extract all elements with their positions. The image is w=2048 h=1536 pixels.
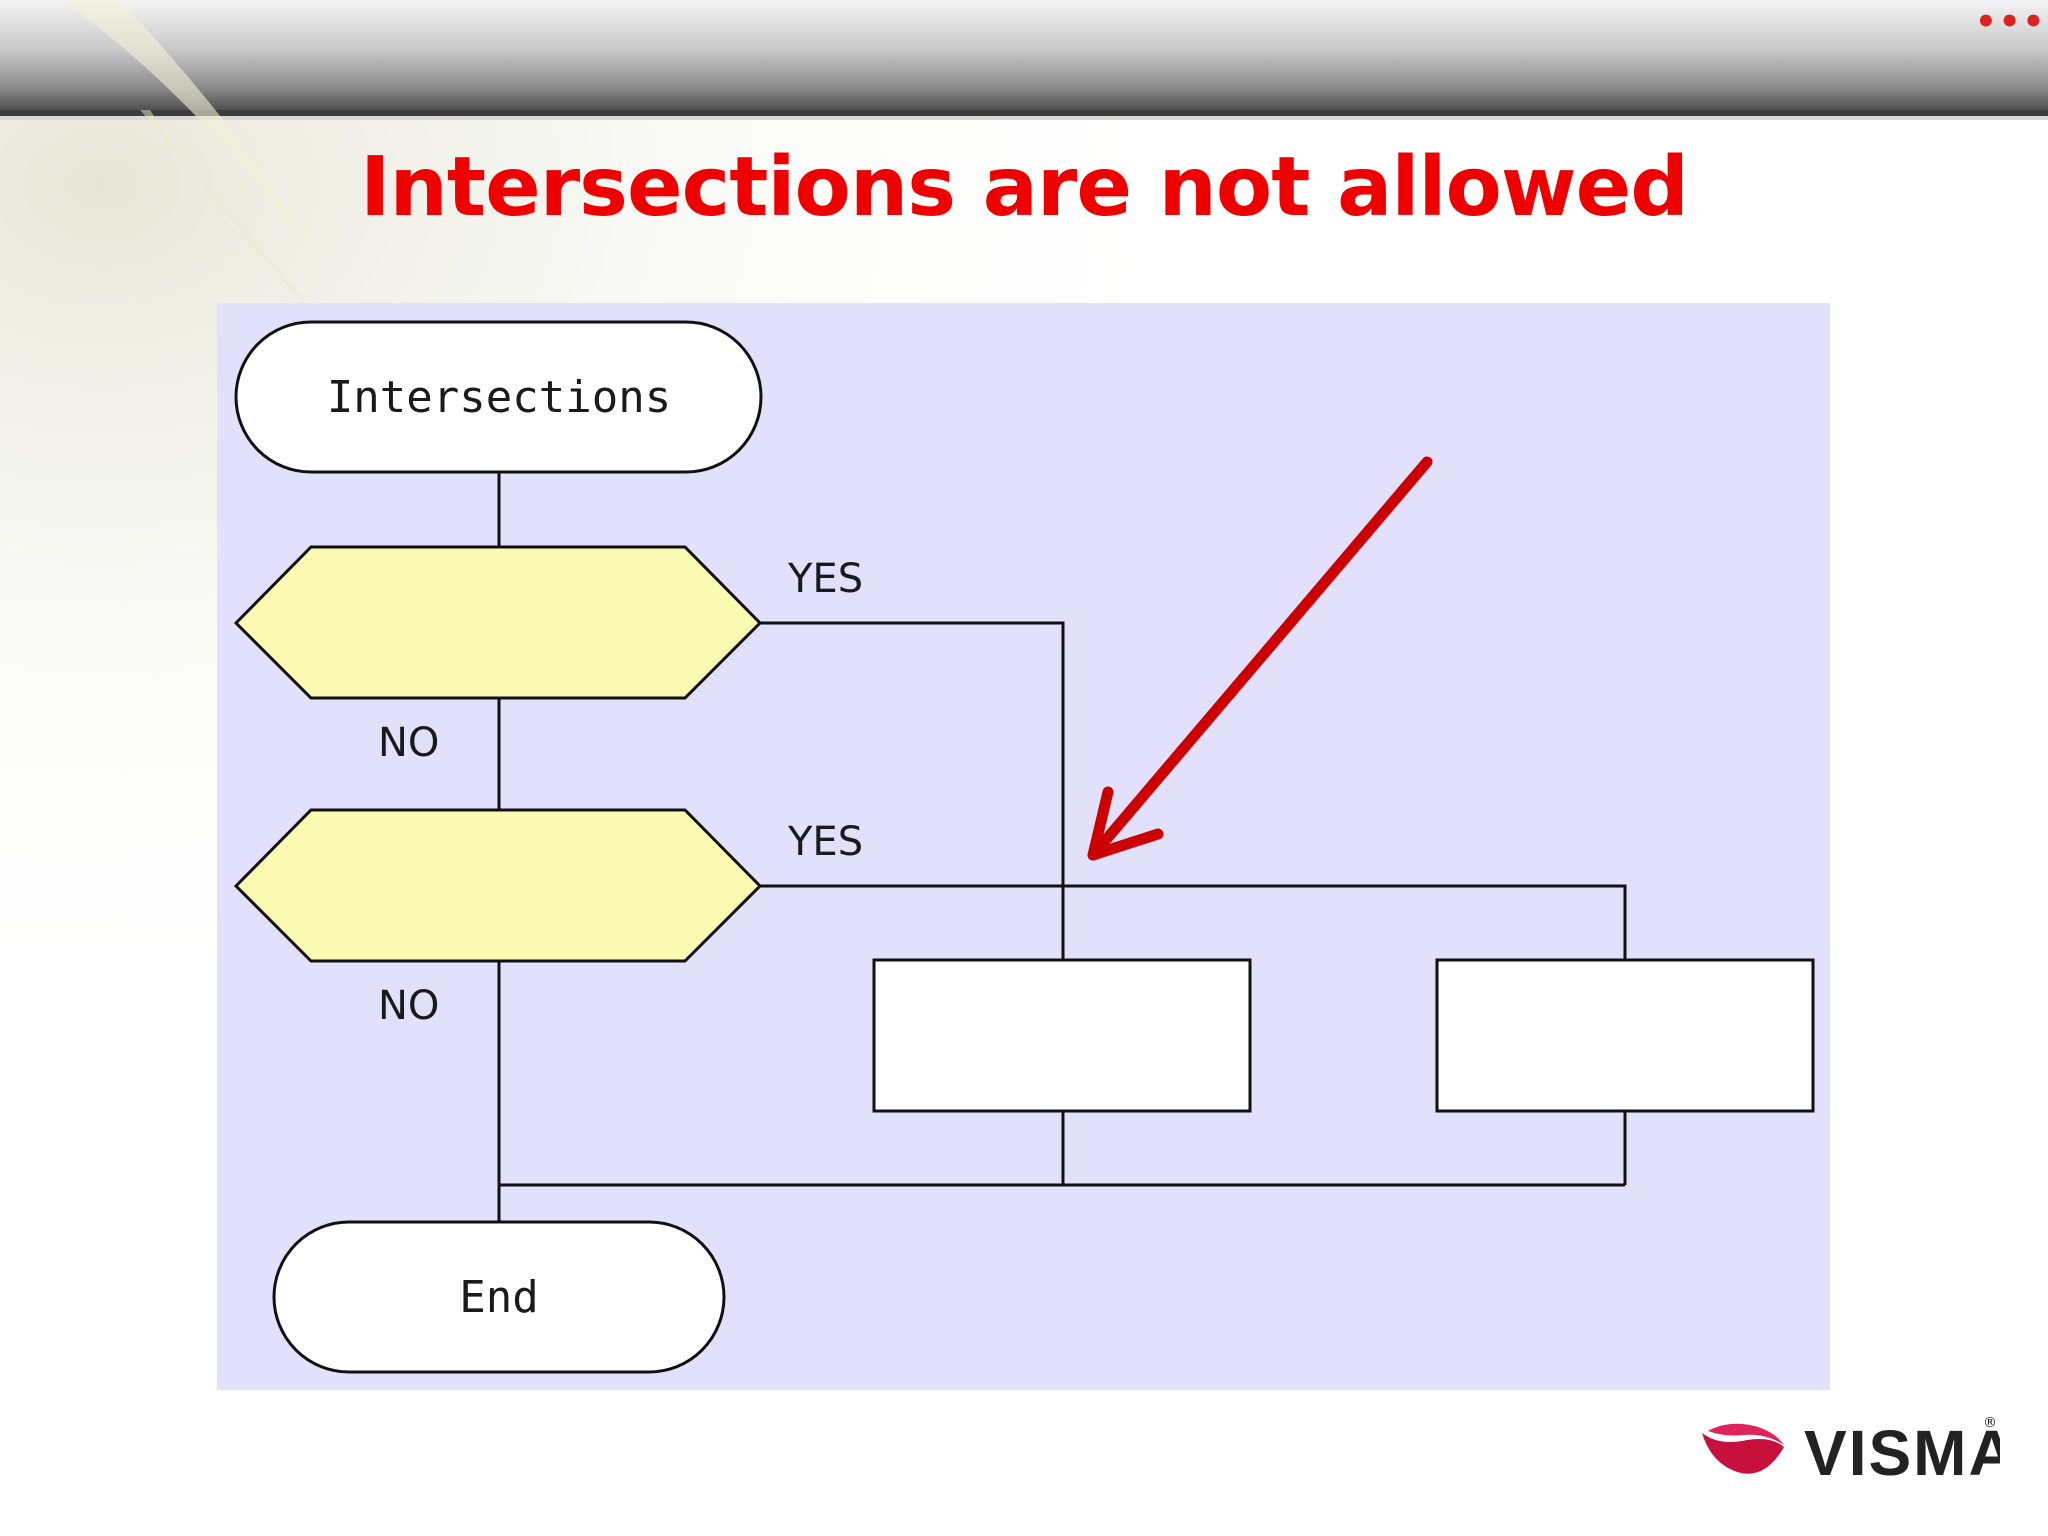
registered-mark: ® (1983, 1415, 1997, 1431)
decision-1 (233, 545, 763, 700)
red-arrow-icon (1087, 456, 1433, 861)
connector-decision1-yes (760, 621, 1065, 960)
start-label: Intersections (327, 372, 671, 423)
visma-logo: VISMA ® (1702, 1415, 2000, 1485)
process-box-2 (1435, 958, 1815, 1113)
end-terminator (272, 1220, 726, 1374)
decision-2-yes-label: YES (787, 819, 863, 865)
ellipsis-icon[interactable]: ••• (1975, 2, 2047, 42)
decision-2 (233, 808, 763, 963)
start-terminator (234, 320, 763, 474)
connector-decision2-yes (760, 884, 1627, 960)
connectors (497, 472, 1627, 1222)
process-box-1 (872, 958, 1252, 1113)
decision-2-no-label: NO (378, 983, 439, 1029)
decision-1-no-label: NO (378, 720, 439, 766)
decision-1-yes-label: YES (787, 556, 863, 602)
slide-title: Intersections are not allowed (360, 140, 1689, 235)
visma-swoosh-icon (1702, 1423, 1784, 1474)
visma-wordmark: VISMA (1804, 1417, 2000, 1485)
end-label: End (459, 1272, 538, 1323)
